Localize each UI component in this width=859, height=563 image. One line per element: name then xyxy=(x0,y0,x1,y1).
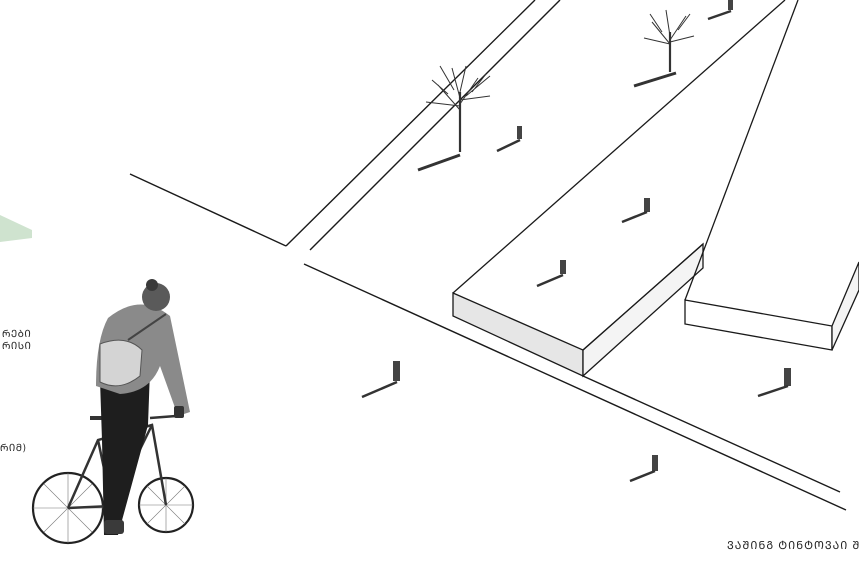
side-text-block: ᲠᲔᲑᲘ ᲠᲘᲡᲘ xyxy=(2,329,31,353)
side-text-line: ᲠᲔᲑᲘ xyxy=(2,329,31,341)
tree xyxy=(634,10,694,86)
pedestrian xyxy=(537,260,566,286)
caption: ᲕᲐᲨᲘᲜᲒ ᲢᲘᲜᲢᲝᲕᲐᲘ ᲨᲢᲝᲘ xyxy=(727,538,859,553)
side-text-line: ᲠᲘᲡᲘ xyxy=(2,341,31,353)
side-text-line: ᲠᲘᲛ) xyxy=(0,440,27,454)
raised-plaza-right xyxy=(685,0,859,350)
cyclist xyxy=(33,279,193,543)
street-lines xyxy=(130,0,846,510)
pedestrian xyxy=(708,0,733,19)
green-wedge xyxy=(0,215,32,242)
pedestrian xyxy=(758,368,791,396)
pedestrian xyxy=(630,455,658,481)
pedestrian xyxy=(622,198,650,222)
pedestrian xyxy=(362,361,400,397)
pedestrian xyxy=(497,126,522,151)
